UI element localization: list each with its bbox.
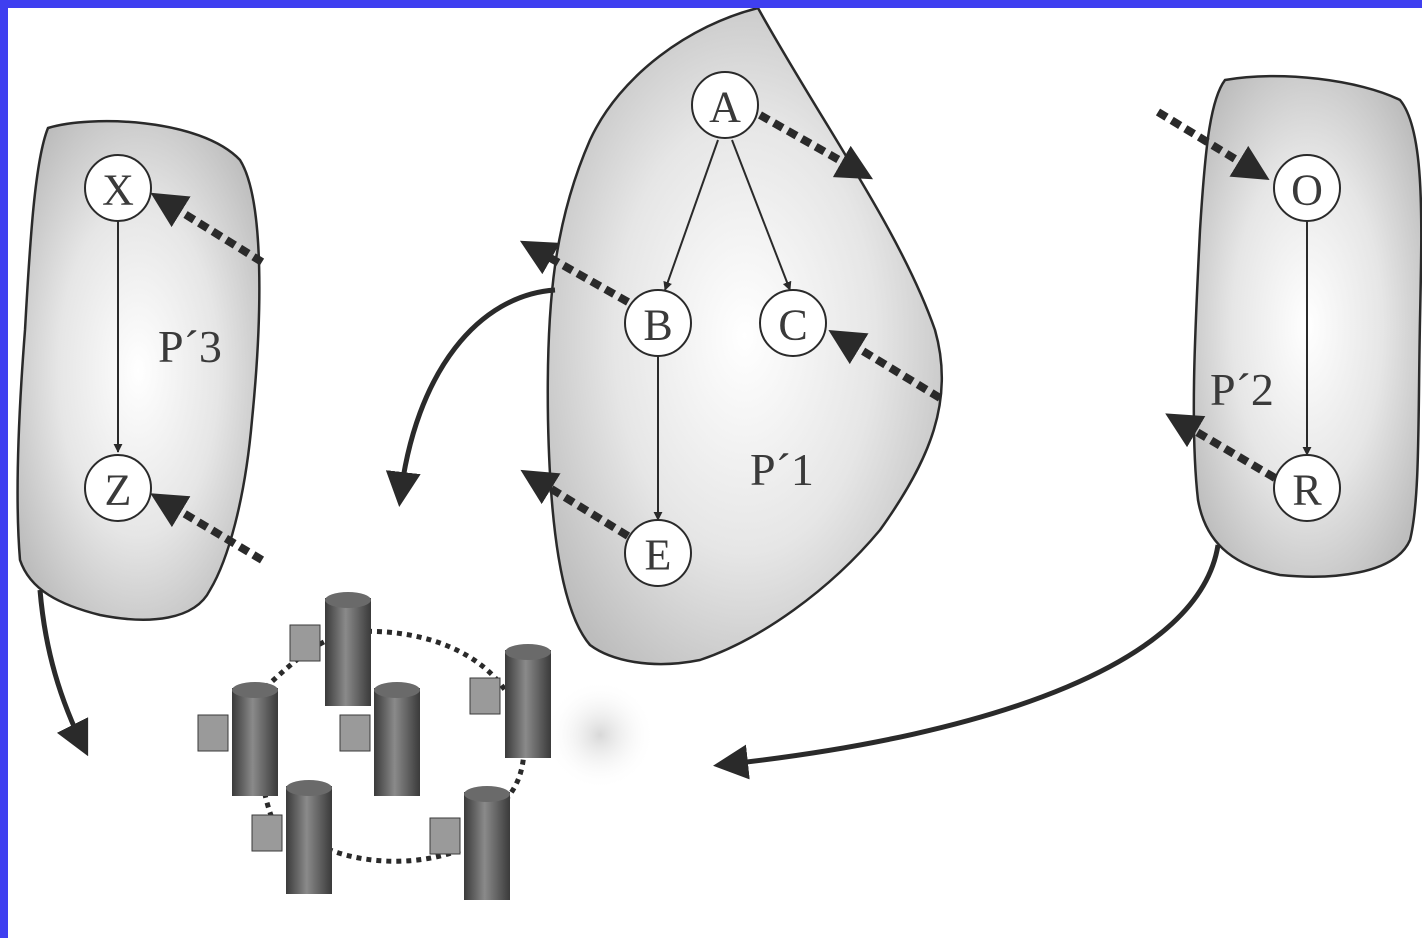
database-server-icon — [469, 644, 551, 758]
edge-a-c — [731, 139, 792, 291]
node-a-label: A — [709, 83, 741, 132]
node-x-label: X — [102, 166, 134, 215]
dashed-arrow-o-in — [1155, 108, 1270, 180]
node-a: A — [691, 71, 759, 139]
dashed-arrow-c-in — [828, 330, 943, 402]
curve-arrow-p3-to-system — [37, 589, 89, 757]
node-z: Z — [84, 454, 152, 522]
node-b: B — [624, 289, 692, 357]
database-server-icon — [289, 592, 371, 706]
fragment-p3-region — [16, 119, 261, 621]
node-e-label: E — [645, 531, 672, 580]
network-ring — [257, 628, 527, 864]
edge-a-b — [663, 139, 719, 291]
fragment-p2-label: P´2 — [1210, 364, 1274, 415]
node-o: O — [1273, 154, 1341, 222]
node-c-label: C — [778, 301, 807, 350]
node-r: R — [1273, 454, 1341, 522]
fragment-p1-label: P´1 — [750, 444, 814, 495]
distributed-fragments-diagram: P´3 P´1 P´2 A B C E X Z O — [16, 8, 1422, 900]
database-server-icon — [339, 682, 420, 796]
node-r-label: R — [1292, 466, 1322, 515]
node-b-label: B — [643, 301, 672, 350]
diagram-canvas: P´3 P´1 P´2 A B C E X Z O — [8, 8, 1422, 938]
dashed-arrow-r-out — [1165, 413, 1278, 482]
dashed-arrow-e-out — [520, 469, 631, 540]
node-e: E — [624, 519, 692, 587]
cloud-icon — [545, 680, 655, 790]
node-x: X — [84, 154, 152, 222]
dashed-arrow-x-in — [150, 192, 265, 266]
dashed-arrow-z-in — [150, 493, 265, 564]
node-c: C — [759, 289, 827, 357]
curve-arrow-p2-to-system — [713, 544, 1221, 780]
dashed-arrow-a-out — [758, 111, 874, 180]
distributed-system — [197, 592, 655, 900]
node-z-label: Z — [105, 466, 132, 515]
database-server-icon — [251, 780, 332, 894]
curve-arrow-p1-to-system — [385, 287, 556, 507]
database-server-icon — [429, 786, 510, 900]
node-o-label: O — [1291, 166, 1323, 215]
fragment-p3-label: P´3 — [158, 321, 222, 372]
database-server-icon — [197, 682, 278, 796]
